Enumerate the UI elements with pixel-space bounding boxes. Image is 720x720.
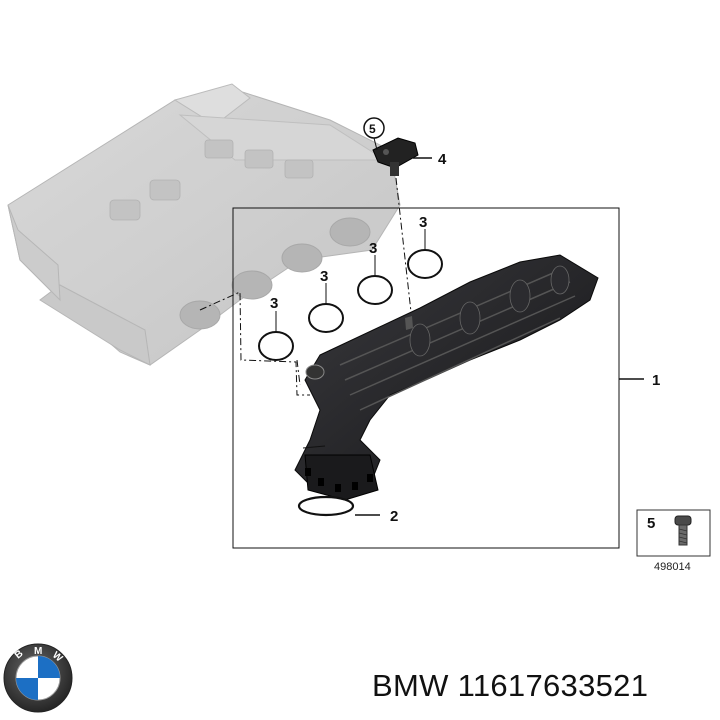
bmw-logo-icon: B M W [3, 643, 73, 713]
seal-ring [308, 303, 344, 333]
screw-icon [674, 515, 692, 546]
seal-ring [258, 331, 294, 361]
seal-leaders [275, 229, 426, 331]
screw-inset: 5 498014 [636, 509, 711, 573]
assembly-guides [199, 291, 310, 396]
pressure-sensor-illustration [372, 137, 419, 176]
seal-rings [258, 249, 443, 361]
callout-seal: 3 [320, 268, 328, 285]
callout-screw: 5 [369, 122, 376, 136]
callout-seal: 3 [369, 240, 377, 257]
part-number: 11617633521 [457, 668, 649, 703]
brand-name: BMW [372, 668, 449, 703]
inset-ref-number: 498014 [654, 561, 691, 573]
svg-text:M: M [34, 646, 42, 657]
sensor-guide [395, 177, 412, 313]
manifold-frame [232, 207, 620, 549]
throttle-gasket [297, 495, 355, 517]
intake-manifold-illustration [294, 254, 599, 501]
cylinder-head-illustration [7, 83, 401, 366]
callout-gasket: 2 [390, 508, 398, 525]
seal-ring [357, 275, 393, 305]
callout-seal: 3 [270, 295, 278, 312]
callout-screw-inset: 5 [647, 515, 655, 532]
callout-seal: 3 [419, 214, 427, 231]
callout-sensor: 4 [438, 151, 447, 168]
callout-manifold: 1 [652, 372, 660, 389]
part-title: BMW 11617633521 [372, 664, 717, 708]
seal-ring [407, 249, 443, 279]
